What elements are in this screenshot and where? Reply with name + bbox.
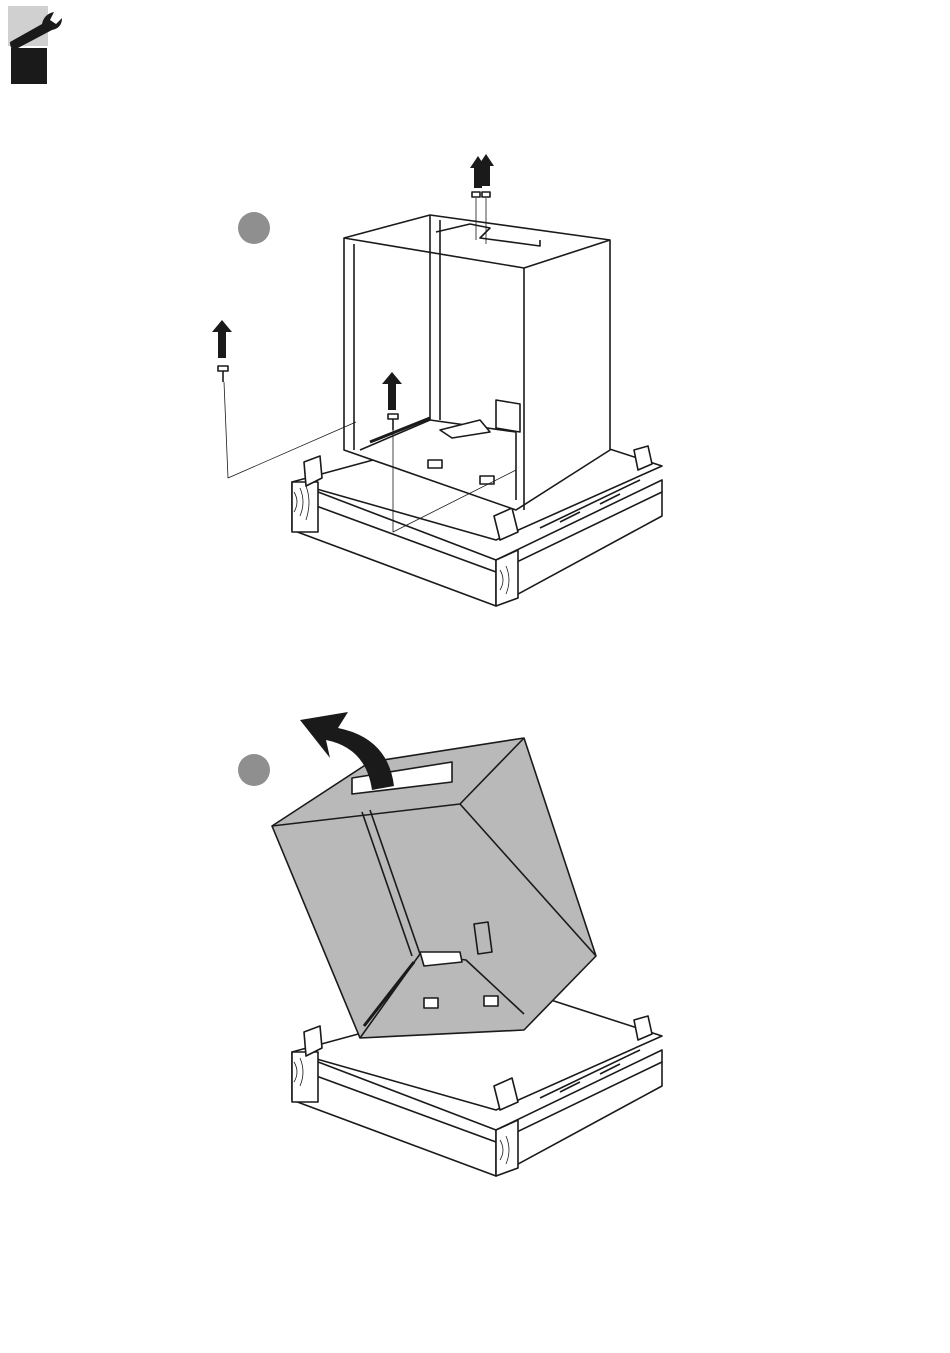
- double-arrow-up-icon: [470, 154, 494, 188]
- step-2-badge: [238, 754, 270, 786]
- step-2-illustration: [0, 690, 950, 1210]
- black-block: [11, 48, 47, 84]
- step-1-illustration: [0, 120, 950, 640]
- header-tool-indicator: [8, 6, 52, 86]
- step-1-badge: [238, 212, 270, 244]
- wrench-icon: [8, 6, 64, 86]
- housing-tilted: [272, 738, 596, 1038]
